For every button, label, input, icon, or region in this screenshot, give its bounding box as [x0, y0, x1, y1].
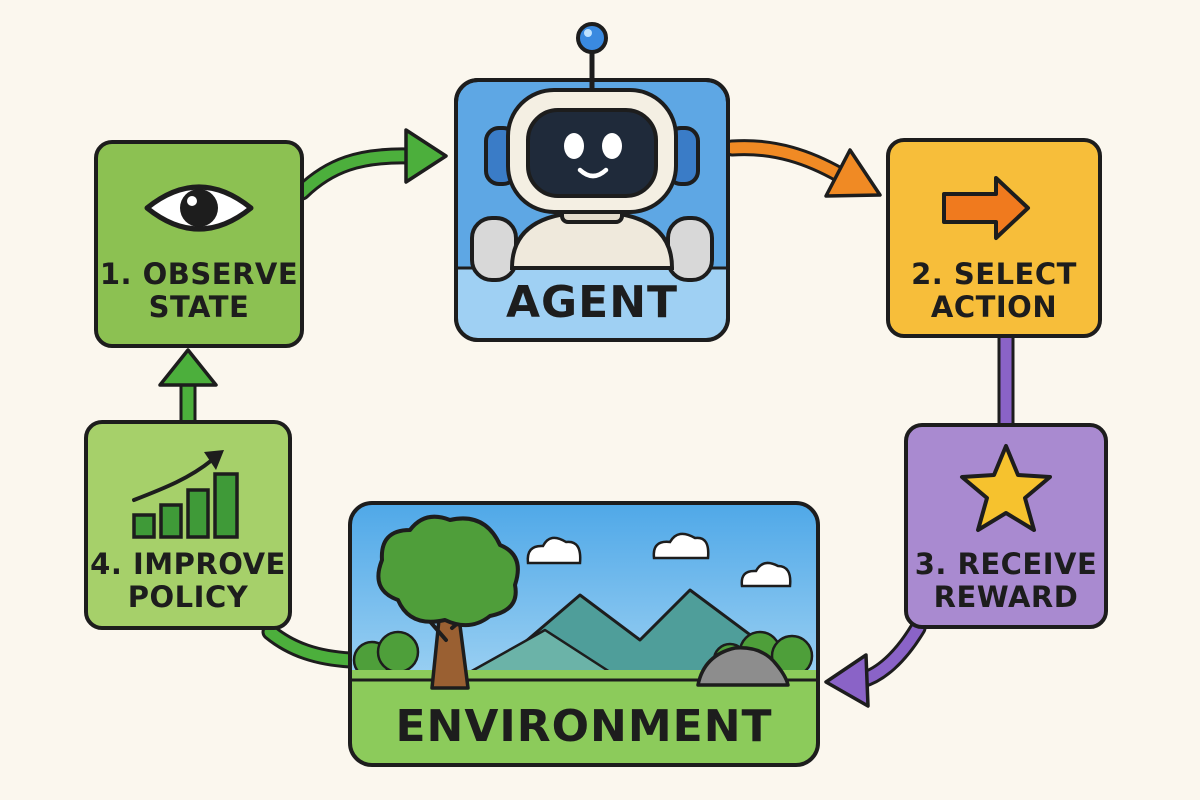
tree-icon	[376, 514, 520, 690]
improve-policy-label: 4. IMPROVE POLICY	[86, 547, 290, 615]
select-action-line1: 2. SELECT	[911, 257, 1077, 291]
rock-icon	[696, 646, 790, 687]
arrow-agent-to-select	[723, 139, 882, 198]
antenna-icon	[576, 22, 608, 90]
cloud-icon	[526, 532, 792, 588]
star-icon	[960, 444, 1052, 532]
observe-state-line1: 1. OBSERVE	[99, 257, 299, 291]
observe-state-card	[94, 140, 304, 348]
eye-icon	[144, 184, 254, 232]
observe-state-line2: STATE	[148, 290, 250, 325]
arrow-observe-to-agent	[293, 128, 448, 201]
select-action-line2: ACTION	[930, 290, 1058, 325]
bar-chart-trend-icon	[132, 450, 239, 539]
arrow-reward-to-environment	[824, 619, 927, 708]
receive-reward-label: 3. RECEIVE REWARD	[906, 547, 1106, 615]
environment-card	[348, 501, 820, 767]
robot-icon	[470, 88, 714, 282]
select-action-card	[886, 138, 1102, 338]
arrow-right-icon	[942, 176, 1030, 240]
receive-reward-line2: REWARD	[933, 580, 1079, 615]
select-action-label: 2. SELECT ACTION	[888, 257, 1100, 325]
arrow-improve-to-observe	[158, 348, 218, 431]
observe-state-label: 1. OBSERVE STATE	[96, 257, 302, 325]
improve-policy-line2: POLICY	[127, 580, 249, 615]
environment-label: ENVIRONMENT	[395, 701, 773, 752]
receive-reward-line1: 3. RECEIVE	[914, 547, 1098, 581]
receive-reward-card	[904, 423, 1108, 629]
improve-policy-card	[84, 420, 292, 630]
arrow-environment-to-improve	[261, 623, 359, 669]
agent-card	[454, 22, 730, 342]
improve-policy-line1: 4. IMPROVE	[90, 547, 286, 581]
agent-label: AGENT	[505, 277, 679, 328]
